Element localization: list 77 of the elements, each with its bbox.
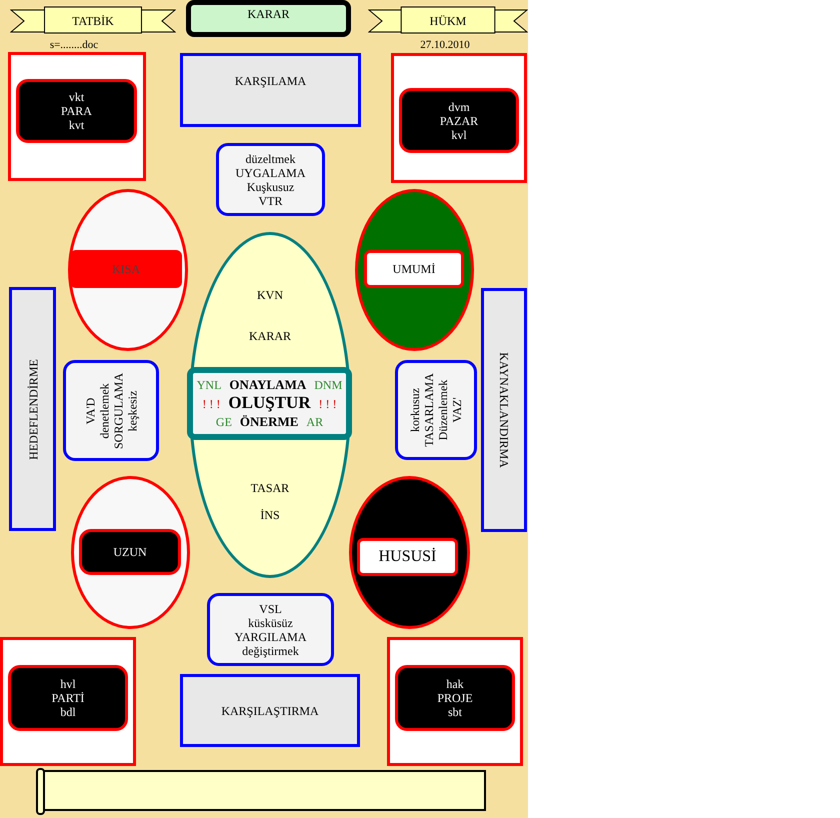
text-label: GE: [216, 414, 232, 431]
text-label: 27.10.2010: [419, 39, 471, 51]
text-label: YARGILAMA: [234, 630, 306, 644]
text-label: UMUMİ: [392, 262, 436, 276]
text-label: ÖNERME: [240, 413, 298, 431]
label-bar: [70, 250, 182, 288]
rounded-box: [8, 665, 128, 731]
text-label: HÜKM: [430, 14, 466, 28]
text-label: PAZAR: [440, 114, 478, 128]
rounded-box: [79, 529, 181, 575]
vertical-box: [9, 287, 56, 531]
text-label: KAYNAKLANDIRMA: [497, 352, 511, 468]
frame-box: [391, 53, 527, 183]
rounded-box: [207, 593, 334, 666]
text-label: hak: [446, 677, 464, 691]
text-label: ! ! !: [318, 396, 337, 413]
text-label: düzeltmek: [246, 152, 296, 166]
text-label: Kuşkusuz: [246, 180, 294, 194]
vertical-box: [481, 288, 527, 532]
text-label: SORGULAMA: [111, 372, 125, 449]
rounded-box: [395, 665, 515, 731]
text-label: VAZ': [450, 397, 464, 423]
rounded-box: [395, 360, 477, 460]
text-label: TASAR: [250, 481, 290, 496]
text-label: UZUN: [113, 545, 147, 559]
text-label: OLUŞTUR: [228, 394, 311, 412]
text-label: İNS: [259, 508, 281, 523]
text-label: s=........doc: [48, 39, 100, 51]
text-label: VA'D: [83, 397, 97, 424]
rounded-box: [399, 88, 519, 153]
text-label: KISA: [112, 262, 140, 276]
text-label: hvl: [60, 677, 76, 691]
rect-box: [180, 674, 360, 747]
text-label: kvt: [68, 118, 84, 132]
scroll-banner: [36, 768, 489, 815]
frame-box: [0, 637, 136, 766]
text-label: UYGALAMA: [236, 166, 306, 180]
rect-box: [180, 53, 361, 127]
text-label: Düzenlemek: [436, 380, 450, 440]
frame-box: [387, 637, 523, 766]
text-label: korkusuz: [408, 388, 422, 432]
text-label: TASARLAMA: [422, 373, 436, 447]
text-label: değiştirmek: [242, 644, 299, 658]
text-label: vkt: [68, 90, 84, 104]
text-label: YNL: [196, 377, 222, 394]
label-bar: [364, 250, 464, 288]
text-label: HUSUSİ: [378, 550, 436, 564]
text-label: denetlemek: [97, 382, 111, 438]
frame-box: [8, 52, 146, 181]
text-label: ! ! !: [202, 396, 220, 413]
text-label: KARŞILAŞTIRMA: [221, 704, 319, 718]
center-box: [187, 367, 352, 440]
text-label: bdl: [60, 705, 76, 719]
text-label: VTR: [258, 194, 282, 208]
text-label: ONAYLAMA: [229, 376, 306, 394]
text-label: kvl: [451, 128, 467, 142]
text-label: KVN: [256, 288, 284, 303]
text-label: KARAR: [247, 7, 290, 21]
rounded-box: [16, 79, 137, 143]
text-label: küsküsüz: [248, 616, 293, 630]
title-box: [186, 0, 351, 37]
text-label: sbt: [448, 705, 462, 719]
text-label: PROJE: [437, 691, 473, 705]
text-label: AR: [306, 414, 324, 431]
text-label: KARŞILAMA: [234, 74, 306, 88]
text-label: HEDEFLENDİRME: [26, 358, 40, 460]
text-label: TATBİK: [72, 14, 114, 28]
text-label: keşkesiz: [125, 390, 139, 431]
label-bar: [357, 538, 458, 576]
text-label: PARA: [61, 104, 92, 118]
text-label: KARAR: [248, 329, 292, 344]
rounded-box: [216, 143, 325, 216]
text-label: dvm: [448, 100, 470, 114]
text-label: DNM: [314, 377, 342, 394]
text-label: PARTİ: [52, 691, 84, 705]
text-label: VSL: [259, 602, 282, 616]
rounded-box: [63, 360, 159, 461]
